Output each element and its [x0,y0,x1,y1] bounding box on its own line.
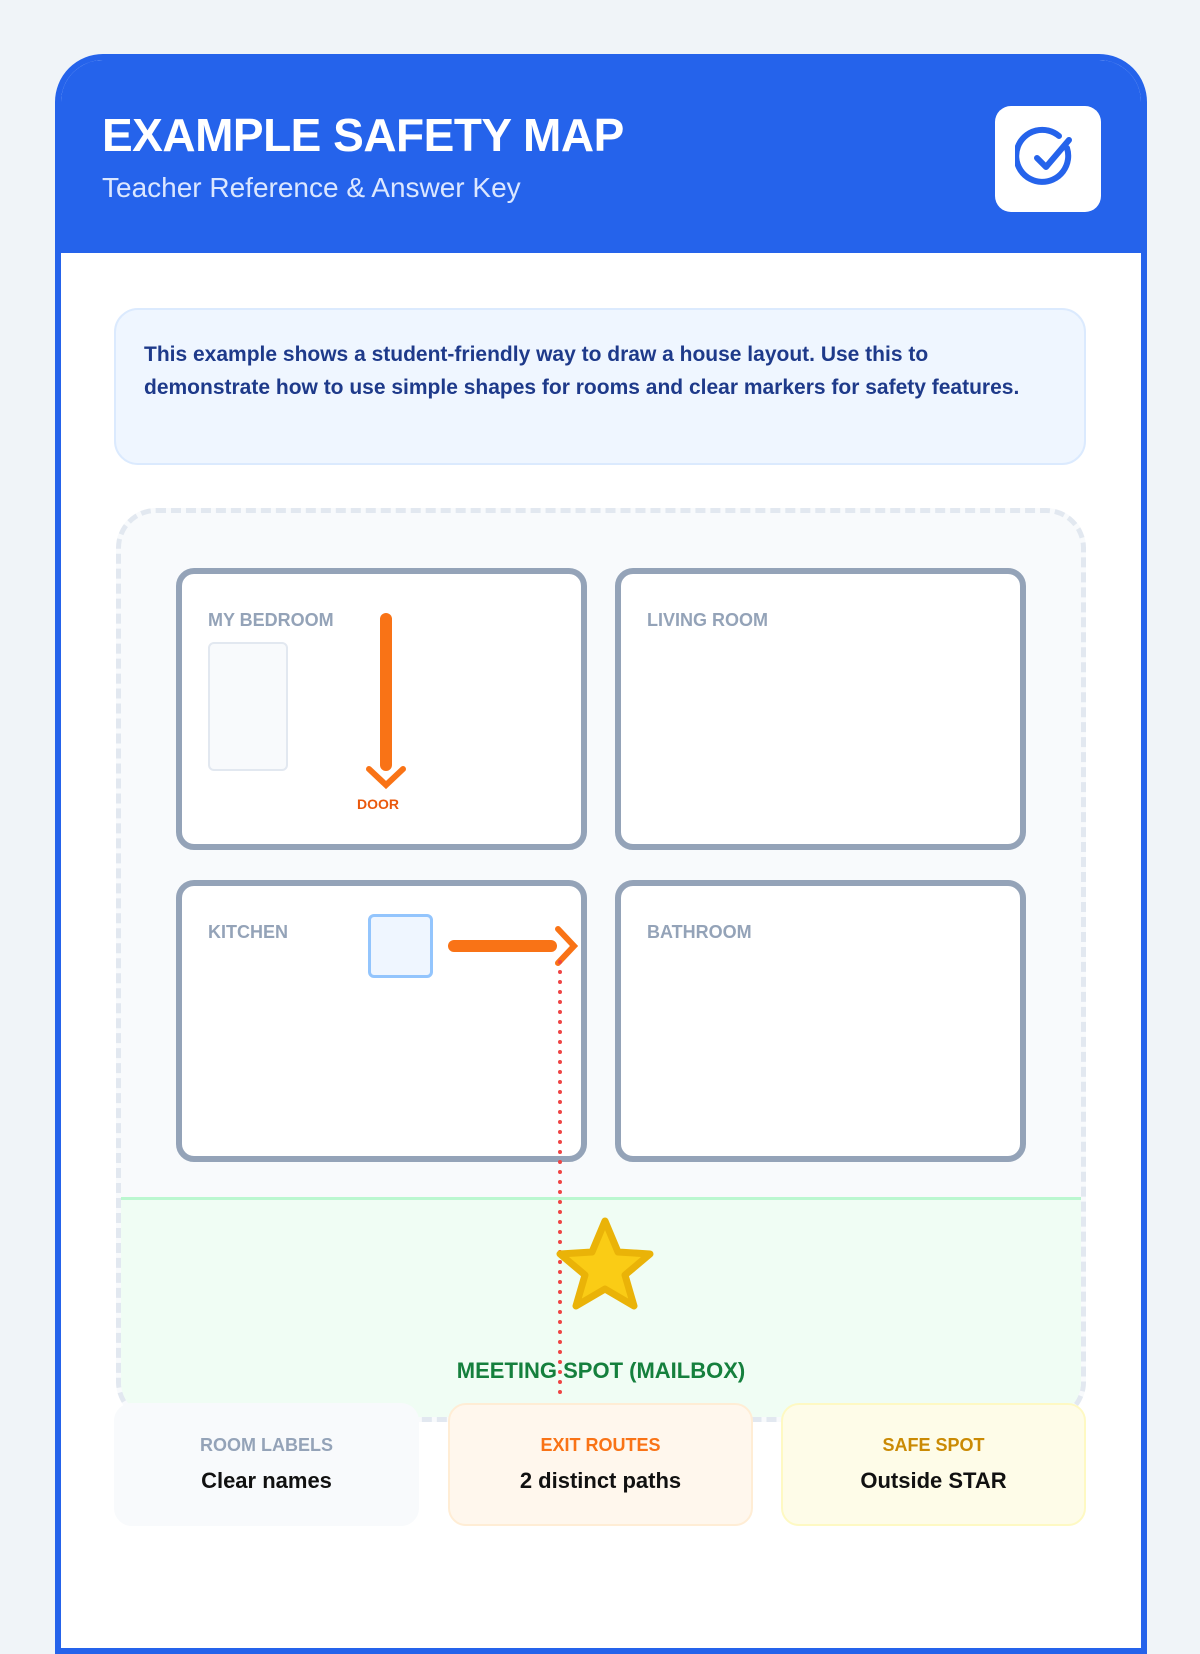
stat-value: Clear names [201,1468,332,1493]
check-circle-icon [995,106,1101,212]
room-label: LIVING ROOM [647,610,768,630]
exit-arrow-down [366,613,406,790]
exit-arrow-right [448,926,579,966]
room-label: KITCHEN [208,922,288,942]
stat-value: 2 distinct paths [519,1468,682,1493]
page-subtitle: Teacher Reference & Answer Key [102,172,521,203]
stove-shape [368,914,433,978]
stat-exit-routes: EXIT ROUTES 2 distinct paths [448,1403,753,1526]
stat-value: Outside STAR [860,1468,1007,1493]
safety-map-card: EXAMPLE SAFETY MAP Teacher Reference & A… [55,54,1147,1654]
stat-safe-spot: SAFE SPOT Outside STAR [781,1403,1086,1526]
meeting-spot-label: MEETING SPOT (MAILBOX) [456,1358,746,1383]
info-note: This example shows a student-friendly wa… [114,308,1086,465]
door-label: DOOR [357,796,399,812]
star-icon [556,1217,654,1310]
room-living: LIVING ROOM [615,568,1026,850]
stat-room-labels: ROOM LABELS Clear names [114,1403,419,1526]
header: EXAMPLE SAFETY MAP Teacher Reference & A… [61,60,1141,253]
room-label: BATHROOM [647,922,752,942]
page-title: EXAMPLE SAFETY MAP [102,109,624,161]
stat-label: EXIT ROUTES [540,1435,661,1455]
stat-label: SAFE SPOT [882,1435,985,1455]
room-bathroom: BATHROOM [615,880,1026,1162]
exit-routes [366,613,654,1395]
room-bedroom: MY BEDROOM [176,568,587,850]
room-kitchen: KITCHEN [176,880,587,1162]
room-label: MY BEDROOM [208,610,334,630]
house-map: MY BEDROOM LIVING ROOM KITCHEN BATHROOM … [116,508,1086,1422]
stat-label: ROOM LABELS [200,1435,333,1455]
bed-shape [208,642,288,771]
